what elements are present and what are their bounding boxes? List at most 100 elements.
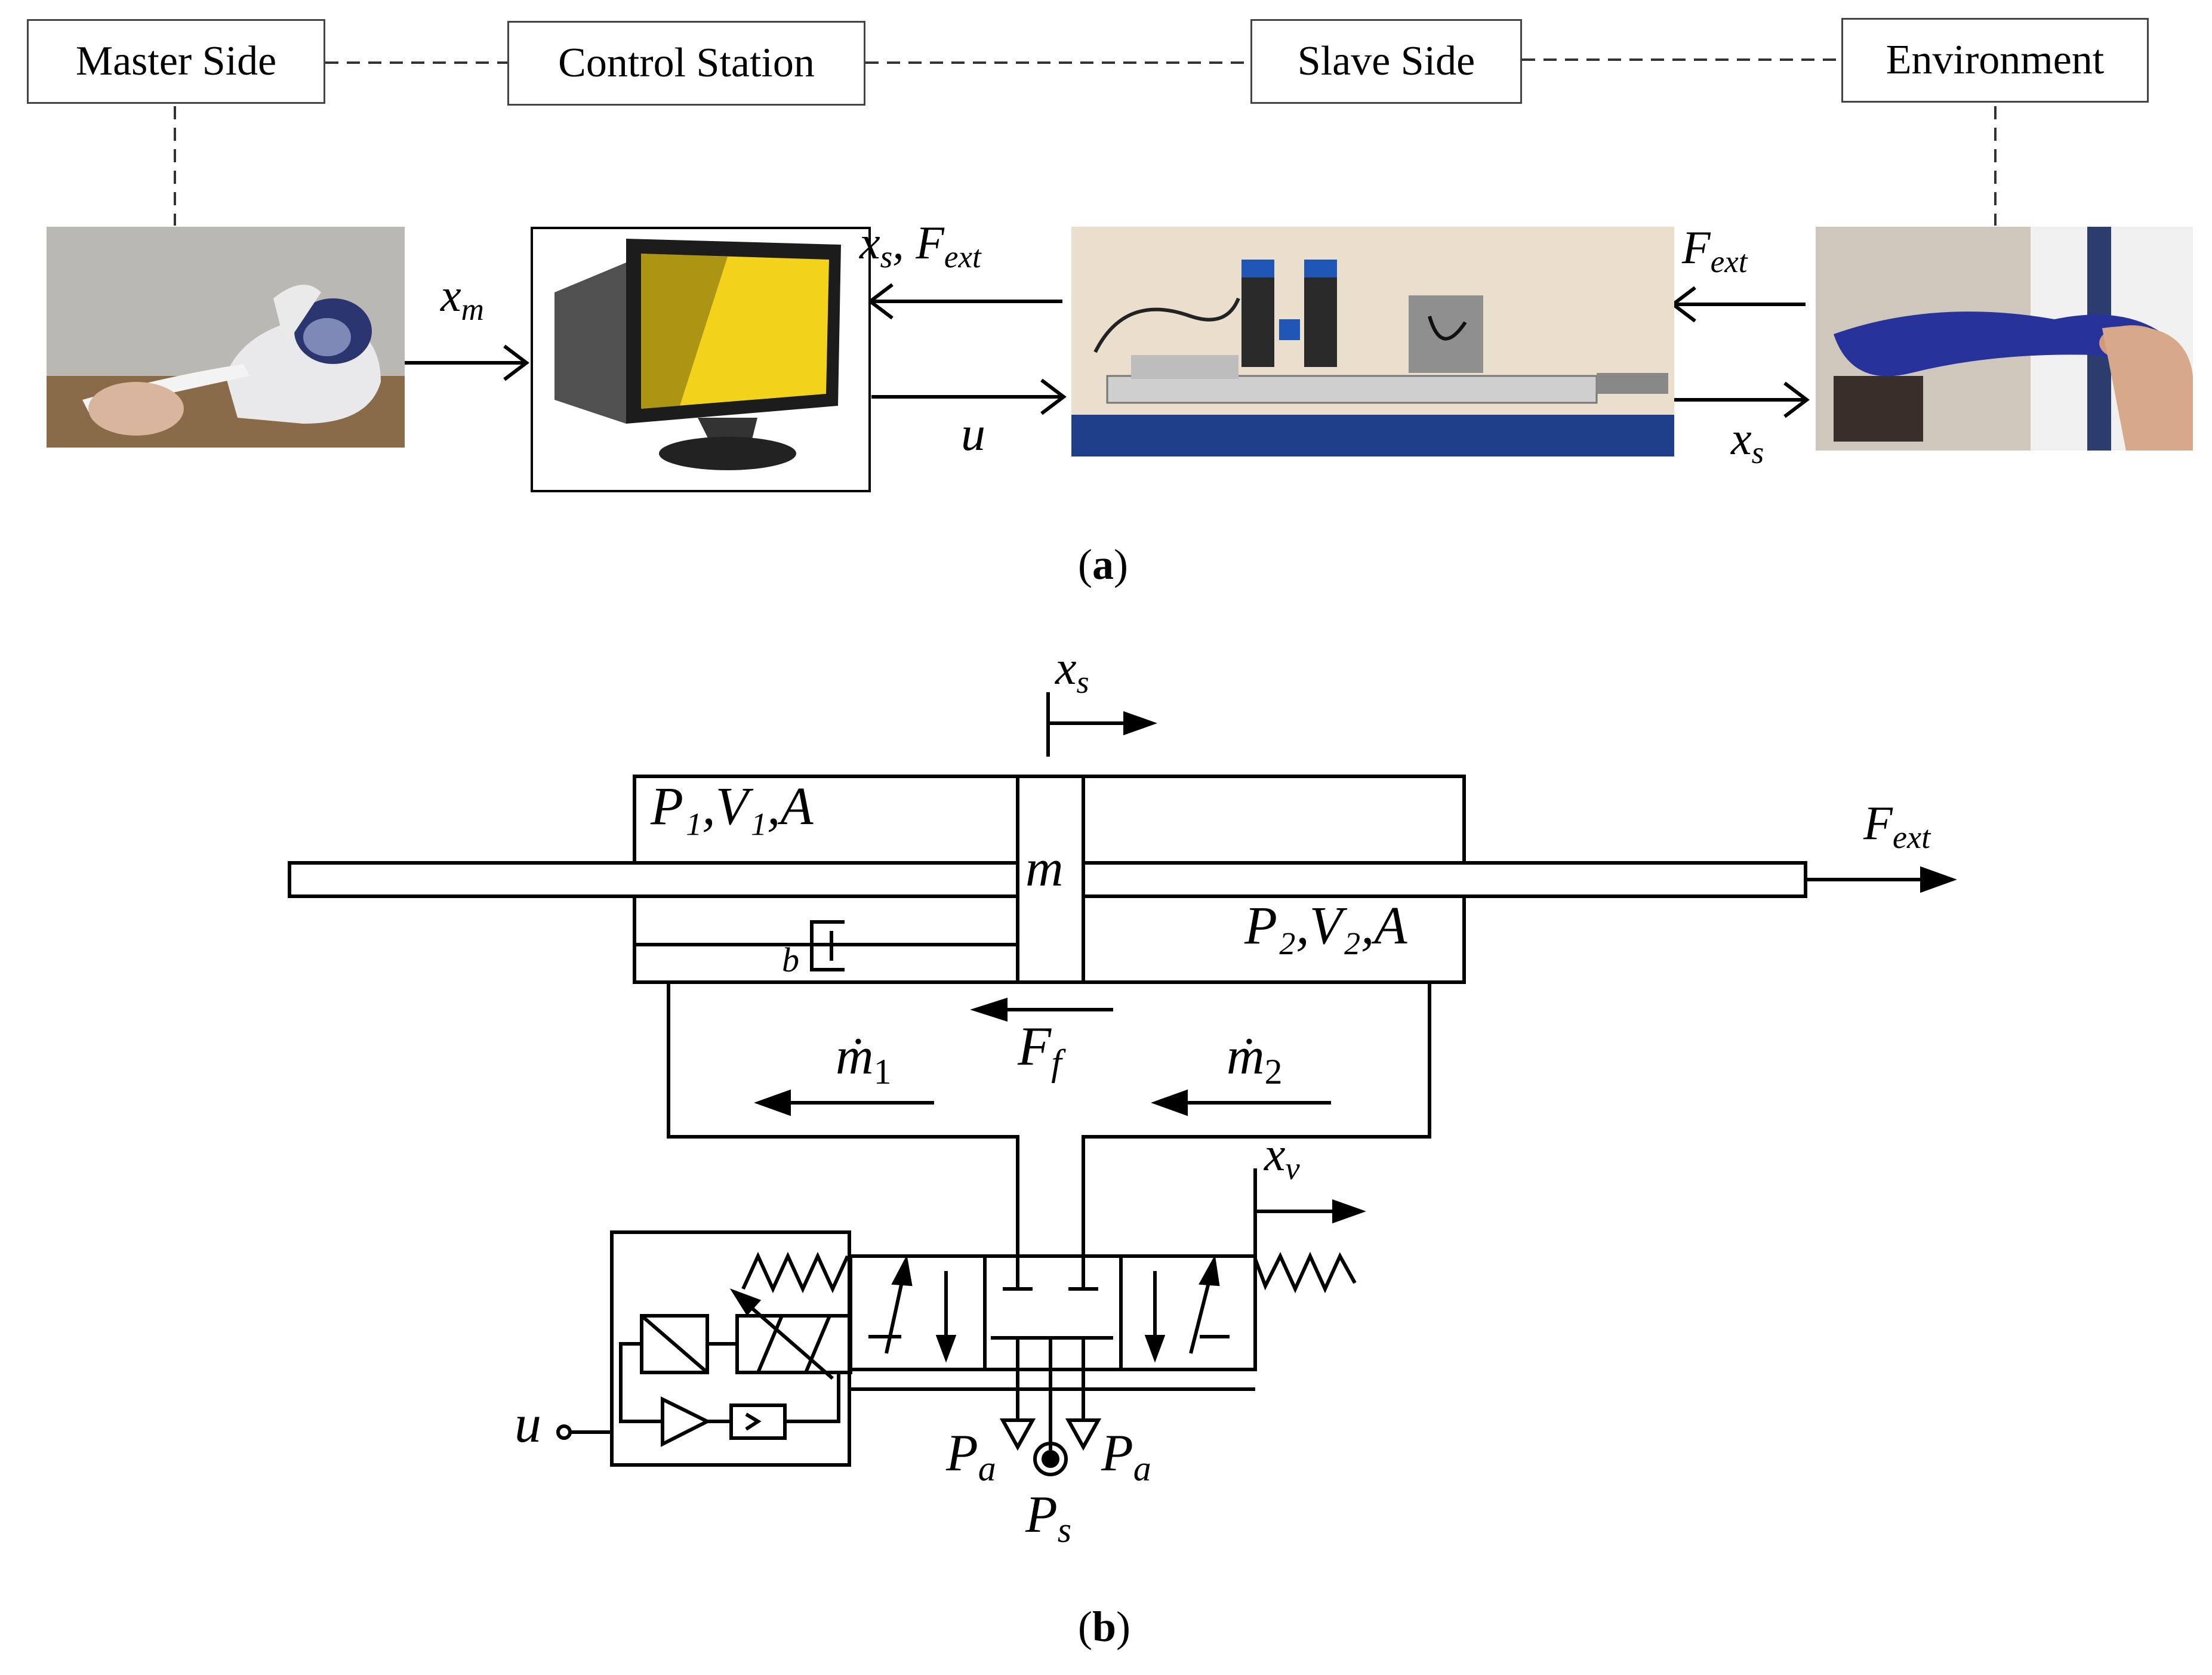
label-fext-b-sub: ext — [1892, 819, 1931, 856]
box-control-station: Control Station — [507, 21, 865, 106]
caption-a-open: ( — [1078, 541, 1092, 588]
label-xs-b-base: x — [1055, 642, 1077, 695]
valve-left-arrowhead-up — [891, 1254, 913, 1287]
box-slave-side: Slave Side — [1250, 19, 1522, 104]
label-ff-base: F — [1018, 1016, 1052, 1076]
box-environment: Environment — [1841, 18, 2149, 103]
exhaust-triangle-right — [1065, 1418, 1102, 1451]
adjust-arrowhead — [729, 1288, 762, 1316]
arrow-u — [871, 378, 1067, 415]
box-master-side: Master Side — [27, 19, 325, 104]
label-xs-right: xs — [1731, 412, 1764, 471]
label-ff-sub: f — [1051, 1041, 1062, 1084]
arrow-xs-to-env — [1674, 381, 1810, 418]
label-fext-right-sub: ext — [1710, 244, 1748, 279]
label-xm-base: x — [440, 269, 461, 321]
label-m2-base: ṁ — [1227, 1028, 1265, 1085]
label-fext-right: Fext — [1682, 221, 1747, 280]
port-line-right — [1082, 982, 1431, 1244]
label-xm: xm — [440, 269, 484, 328]
spring-left — [741, 1251, 849, 1294]
label-pa-left-base: P — [946, 1424, 978, 1482]
xs-arrow-head — [1123, 711, 1157, 736]
caption-b-close: ) — [1116, 1603, 1131, 1651]
label-m1-base: ṁ — [836, 1028, 874, 1085]
pneumatic-actuator-photo — [1071, 227, 1674, 456]
damper-cup — [810, 920, 845, 971]
label-chamber1: P₁,V₁,A — [651, 777, 814, 836]
label-u-b: u — [515, 1395, 541, 1454]
environment-label: Environment — [1886, 37, 2105, 83]
valve-right-arrowhead-down — [1144, 1335, 1166, 1363]
label-xv-sub: v — [1285, 1150, 1300, 1187]
label-ff: Ff — [1018, 1014, 1062, 1085]
ff-arrow-head — [970, 997, 1008, 1022]
slave-side-label: Slave Side — [1297, 38, 1475, 84]
proportional-diag-1 — [756, 1315, 784, 1374]
label-m1: ṁ1 — [836, 1026, 891, 1093]
supply-dot — [1042, 1450, 1059, 1468]
haptic-device-photo — [47, 227, 405, 448]
label-xs-b: xs — [1055, 641, 1089, 701]
sensor-symbol — [745, 1412, 762, 1431]
label-pa-right: Pa — [1101, 1423, 1151, 1489]
caption-a-letter: a — [1092, 541, 1114, 588]
label-xs-b-sub: s — [1076, 664, 1089, 701]
controller-loop — [619, 1342, 663, 1423]
label-xv-base: x — [1264, 1128, 1286, 1181]
label-xs-top-sub: s — [880, 239, 893, 274]
label-m1-sub: 1 — [873, 1051, 892, 1091]
label-m2-sub: 2 — [1264, 1051, 1283, 1091]
spring-right — [1253, 1251, 1357, 1294]
label-xm-sub: m — [461, 292, 484, 327]
solenoid-diagonal — [640, 1314, 708, 1374]
sensor-feedback — [785, 1372, 840, 1423]
label-chamber2: P₂,V₂,A — [1244, 896, 1407, 955]
control-station-label: Control Station — [558, 40, 815, 86]
label-fext-right-base: F — [1682, 221, 1711, 273]
arrow-xm — [405, 344, 529, 381]
label-xv: xv — [1264, 1128, 1300, 1187]
xv-arrow-head — [1332, 1199, 1366, 1224]
label-ps: Ps — [1025, 1485, 1071, 1551]
computer-image — [531, 227, 871, 492]
m2-arrow-head — [1151, 1089, 1188, 1116]
fext-arrow-head — [1920, 866, 1957, 893]
supply-circle — [1033, 1442, 1068, 1476]
port-line-left — [667, 982, 1019, 1244]
label-xs-fext-top: xs, Fext — [859, 216, 981, 275]
label-fext-top-sub: ext — [944, 239, 981, 274]
label-xs-top-base: x — [859, 217, 880, 269]
label-mass: m — [1025, 840, 1064, 897]
label-xs-right-base: x — [1731, 412, 1752, 464]
caption-b: (b) — [1078, 1602, 1130, 1652]
label-pa-right-base: P — [1101, 1424, 1133, 1482]
input-terminal — [556, 1424, 572, 1440]
proportional-diag-2 — [804, 1315, 831, 1374]
label-fext-b: Fext — [1863, 797, 1930, 856]
adjust-arrow — [739, 1296, 834, 1380]
caption-a: (a) — [1078, 540, 1128, 590]
label-ps-base: P — [1025, 1486, 1058, 1544]
valve-right-arrowhead-up — [1199, 1254, 1220, 1287]
label-m2: ṁ2 — [1227, 1026, 1282, 1093]
amplifier-triangle — [661, 1396, 711, 1447]
label-xs-right-sub: s — [1751, 435, 1764, 470]
caption-a-close: ) — [1113, 541, 1128, 588]
master-side-label: Master Side — [75, 38, 277, 84]
label-ps-sub: s — [1057, 1510, 1072, 1550]
label-damper: b — [782, 940, 799, 979]
label-pa-left-sub: a — [978, 1448, 996, 1488]
label-pa-right-sub: a — [1133, 1448, 1151, 1488]
caption-b-letter: b — [1092, 1603, 1117, 1651]
m1-arrow-head — [754, 1089, 791, 1116]
label-fext-b-base: F — [1863, 797, 1893, 850]
label-fext-top-base: , F — [892, 217, 944, 269]
environment-photo — [1816, 227, 2193, 451]
label-pa-left: Pa — [946, 1423, 996, 1489]
valve-left-arrowhead-down — [935, 1335, 957, 1363]
label-u-a: u — [961, 406, 985, 461]
exhaust-triangle-left — [999, 1418, 1036, 1451]
